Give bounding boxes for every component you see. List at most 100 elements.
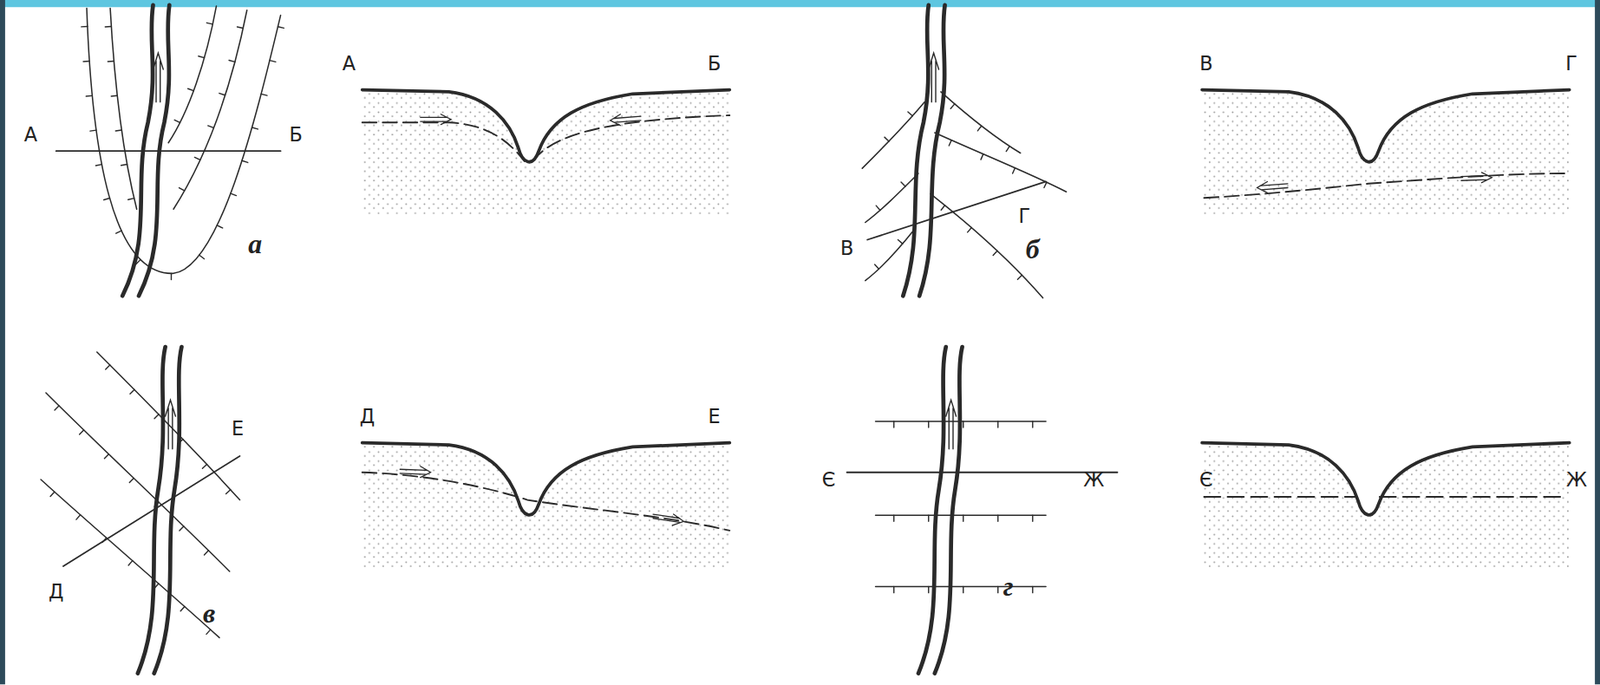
contour-tick — [897, 240, 902, 245]
contour-tick — [962, 587, 964, 594]
section-end-letter: Д — [359, 406, 375, 426]
map-a — [56, 5, 281, 296]
contour-tick — [208, 125, 215, 129]
contour-tick — [962, 515, 964, 522]
section-end-letter: А — [24, 124, 38, 144]
section-end-letter: Б — [289, 124, 303, 144]
contour-tick — [128, 198, 135, 201]
contour-tick — [85, 95, 92, 98]
contour-tick — [252, 127, 259, 130]
top-band — [0, 0, 1600, 7]
map-d — [847, 346, 1118, 674]
contour-tick — [927, 515, 929, 522]
contour-tick — [1044, 182, 1047, 188]
contour-tick — [206, 22, 213, 25]
contour-tick — [1005, 146, 1010, 152]
contour-tick — [179, 526, 184, 531]
contour-tick — [202, 463, 207, 469]
contour-tick — [967, 228, 973, 233]
contour-tick — [204, 550, 209, 556]
contour-tick — [1012, 168, 1016, 174]
section-end-letter: Д — [48, 581, 64, 601]
contour-tick — [130, 389, 135, 394]
contour-tick — [940, 205, 945, 210]
contour-tick — [90, 129, 97, 131]
section-end-letter: В — [1199, 53, 1213, 73]
map-c — [40, 346, 240, 674]
contour-tick — [277, 26, 284, 29]
contour-tick — [219, 93, 226, 96]
contour-tick — [893, 587, 895, 594]
contour-tick — [115, 129, 122, 131]
contour-tick — [111, 95, 118, 98]
contour-tick — [170, 273, 172, 280]
contour-tick — [154, 502, 159, 507]
contour-tick — [128, 561, 133, 566]
contour-tick — [1031, 515, 1033, 522]
contour-tick — [154, 583, 159, 588]
contour-tick — [154, 414, 159, 419]
contour-tick — [997, 515, 999, 522]
section-end-letter: Є — [822, 470, 836, 490]
contour-tick — [927, 587, 929, 594]
contour-tick — [241, 160, 249, 163]
contour-tick — [107, 60, 114, 63]
contour-tick — [179, 188, 185, 191]
contour-tick — [884, 137, 889, 142]
section-c — [362, 443, 731, 569]
contour-tick — [226, 489, 231, 495]
section-d — [1201, 443, 1570, 569]
panel-letter: а — [248, 231, 262, 260]
contour-tick — [261, 93, 268, 96]
contour-tick — [992, 250, 998, 255]
contour-tick — [194, 156, 200, 160]
contour-tick — [180, 606, 185, 611]
contour-tick — [54, 405, 59, 411]
contour-tick — [893, 515, 895, 522]
contour-tick — [104, 26, 112, 28]
contour-tick — [950, 104, 955, 109]
section-b — [1201, 90, 1570, 216]
contour-tick — [997, 421, 999, 428]
contour-tick — [230, 193, 237, 196]
contour-tick — [105, 365, 111, 370]
contour-ticks — [50, 22, 1047, 634]
section-end-letter: Е — [231, 418, 244, 438]
contour-tick — [116, 230, 122, 234]
section-end-letter: А — [342, 53, 356, 73]
contour-tick — [206, 629, 211, 634]
contour-tick — [104, 198, 111, 201]
contour-tick — [893, 421, 895, 428]
section-a — [362, 90, 731, 216]
contour-tick — [83, 60, 90, 63]
contour-tick — [188, 88, 195, 91]
contour-tick — [977, 125, 981, 131]
section-end-letter: Е — [708, 406, 721, 426]
contour-tick — [875, 205, 881, 210]
contour-tick — [875, 264, 880, 269]
contour-tick — [136, 259, 141, 264]
contour-tick — [962, 421, 964, 428]
panel-letter: б — [1025, 235, 1040, 264]
contour-tick — [76, 515, 81, 520]
section-end-letter: Ж — [1083, 470, 1104, 490]
contour-tick — [102, 537, 107, 543]
contour-tick — [178, 438, 183, 444]
section-end-letter: Б — [707, 53, 721, 73]
contour-tick — [997, 587, 999, 594]
section-end-letter: Ж — [1566, 470, 1587, 490]
left-border — [0, 0, 6, 685]
contour-tick — [174, 119, 180, 123]
contour-tick — [129, 477, 134, 483]
section-end-letter: Г — [1018, 206, 1032, 226]
contour-tick — [927, 421, 929, 428]
contour-tick — [121, 163, 128, 165]
section-end-letter: Г — [1565, 53, 1578, 73]
contour-tick — [216, 225, 223, 229]
contour-tick — [228, 60, 236, 63]
contour-tick — [1017, 274, 1022, 280]
